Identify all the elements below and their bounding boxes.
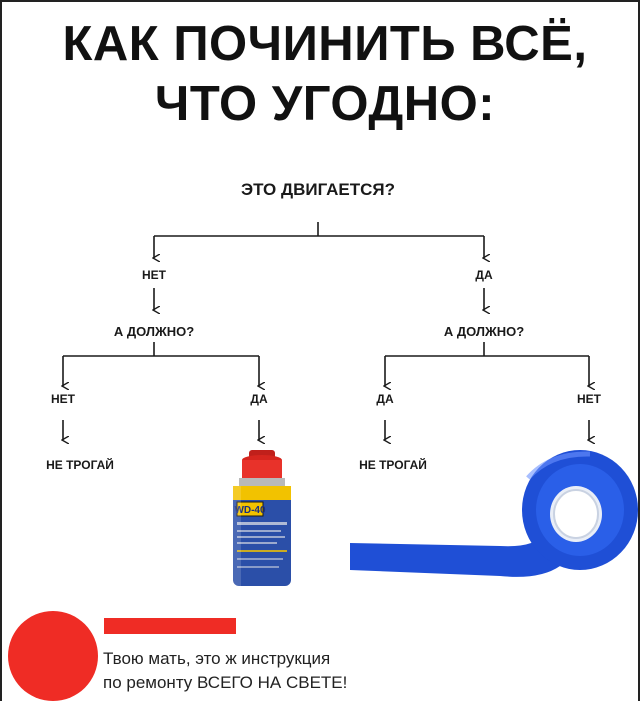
red-circle	[8, 611, 98, 701]
answer-right-net: НЕТ	[577, 392, 601, 406]
can-brand-text: WD-40	[234, 505, 266, 516]
result-ne-trogai-left: НЕ ТРОГАЙ	[46, 458, 114, 472]
caption-line-2: по ремонту ВСЕГО НА СВЕТЕ!	[103, 673, 348, 692]
caption: Твою мать, это ж инструкция по ремонту В…	[103, 647, 443, 695]
wd40-can-icon: WD-40	[233, 450, 291, 586]
duct-tape-icon	[350, 450, 638, 577]
answer-left-net: НЕТ	[51, 392, 75, 406]
result-ne-trogai-right: НЕ ТРОГАЙ	[359, 458, 427, 472]
red-bar	[104, 618, 236, 634]
page-title: КАК ПОЧИНИТЬ ВСЁ, ЧТО УГОДНО:	[20, 14, 630, 134]
title-line-1: КАК ПОЧИНИТЬ ВСЁ,	[62, 17, 588, 71]
answer-right-da: ДА	[376, 392, 394, 406]
answer-net-top: НЕТ	[142, 268, 166, 282]
question-right: А ДОЛЖНО?	[443, 324, 525, 339]
root-question: ЭТО ДВИГАЕТСЯ?	[240, 180, 396, 199]
answer-da-top: ДА	[475, 268, 493, 282]
caption-line-1: Твою мать, это ж инструкция	[103, 649, 331, 668]
answer-left-da: ДА	[250, 392, 268, 406]
title-line-2: ЧТО УГОДНО:	[154, 77, 496, 131]
question-left: А ДОЛЖНО?	[113, 324, 195, 339]
